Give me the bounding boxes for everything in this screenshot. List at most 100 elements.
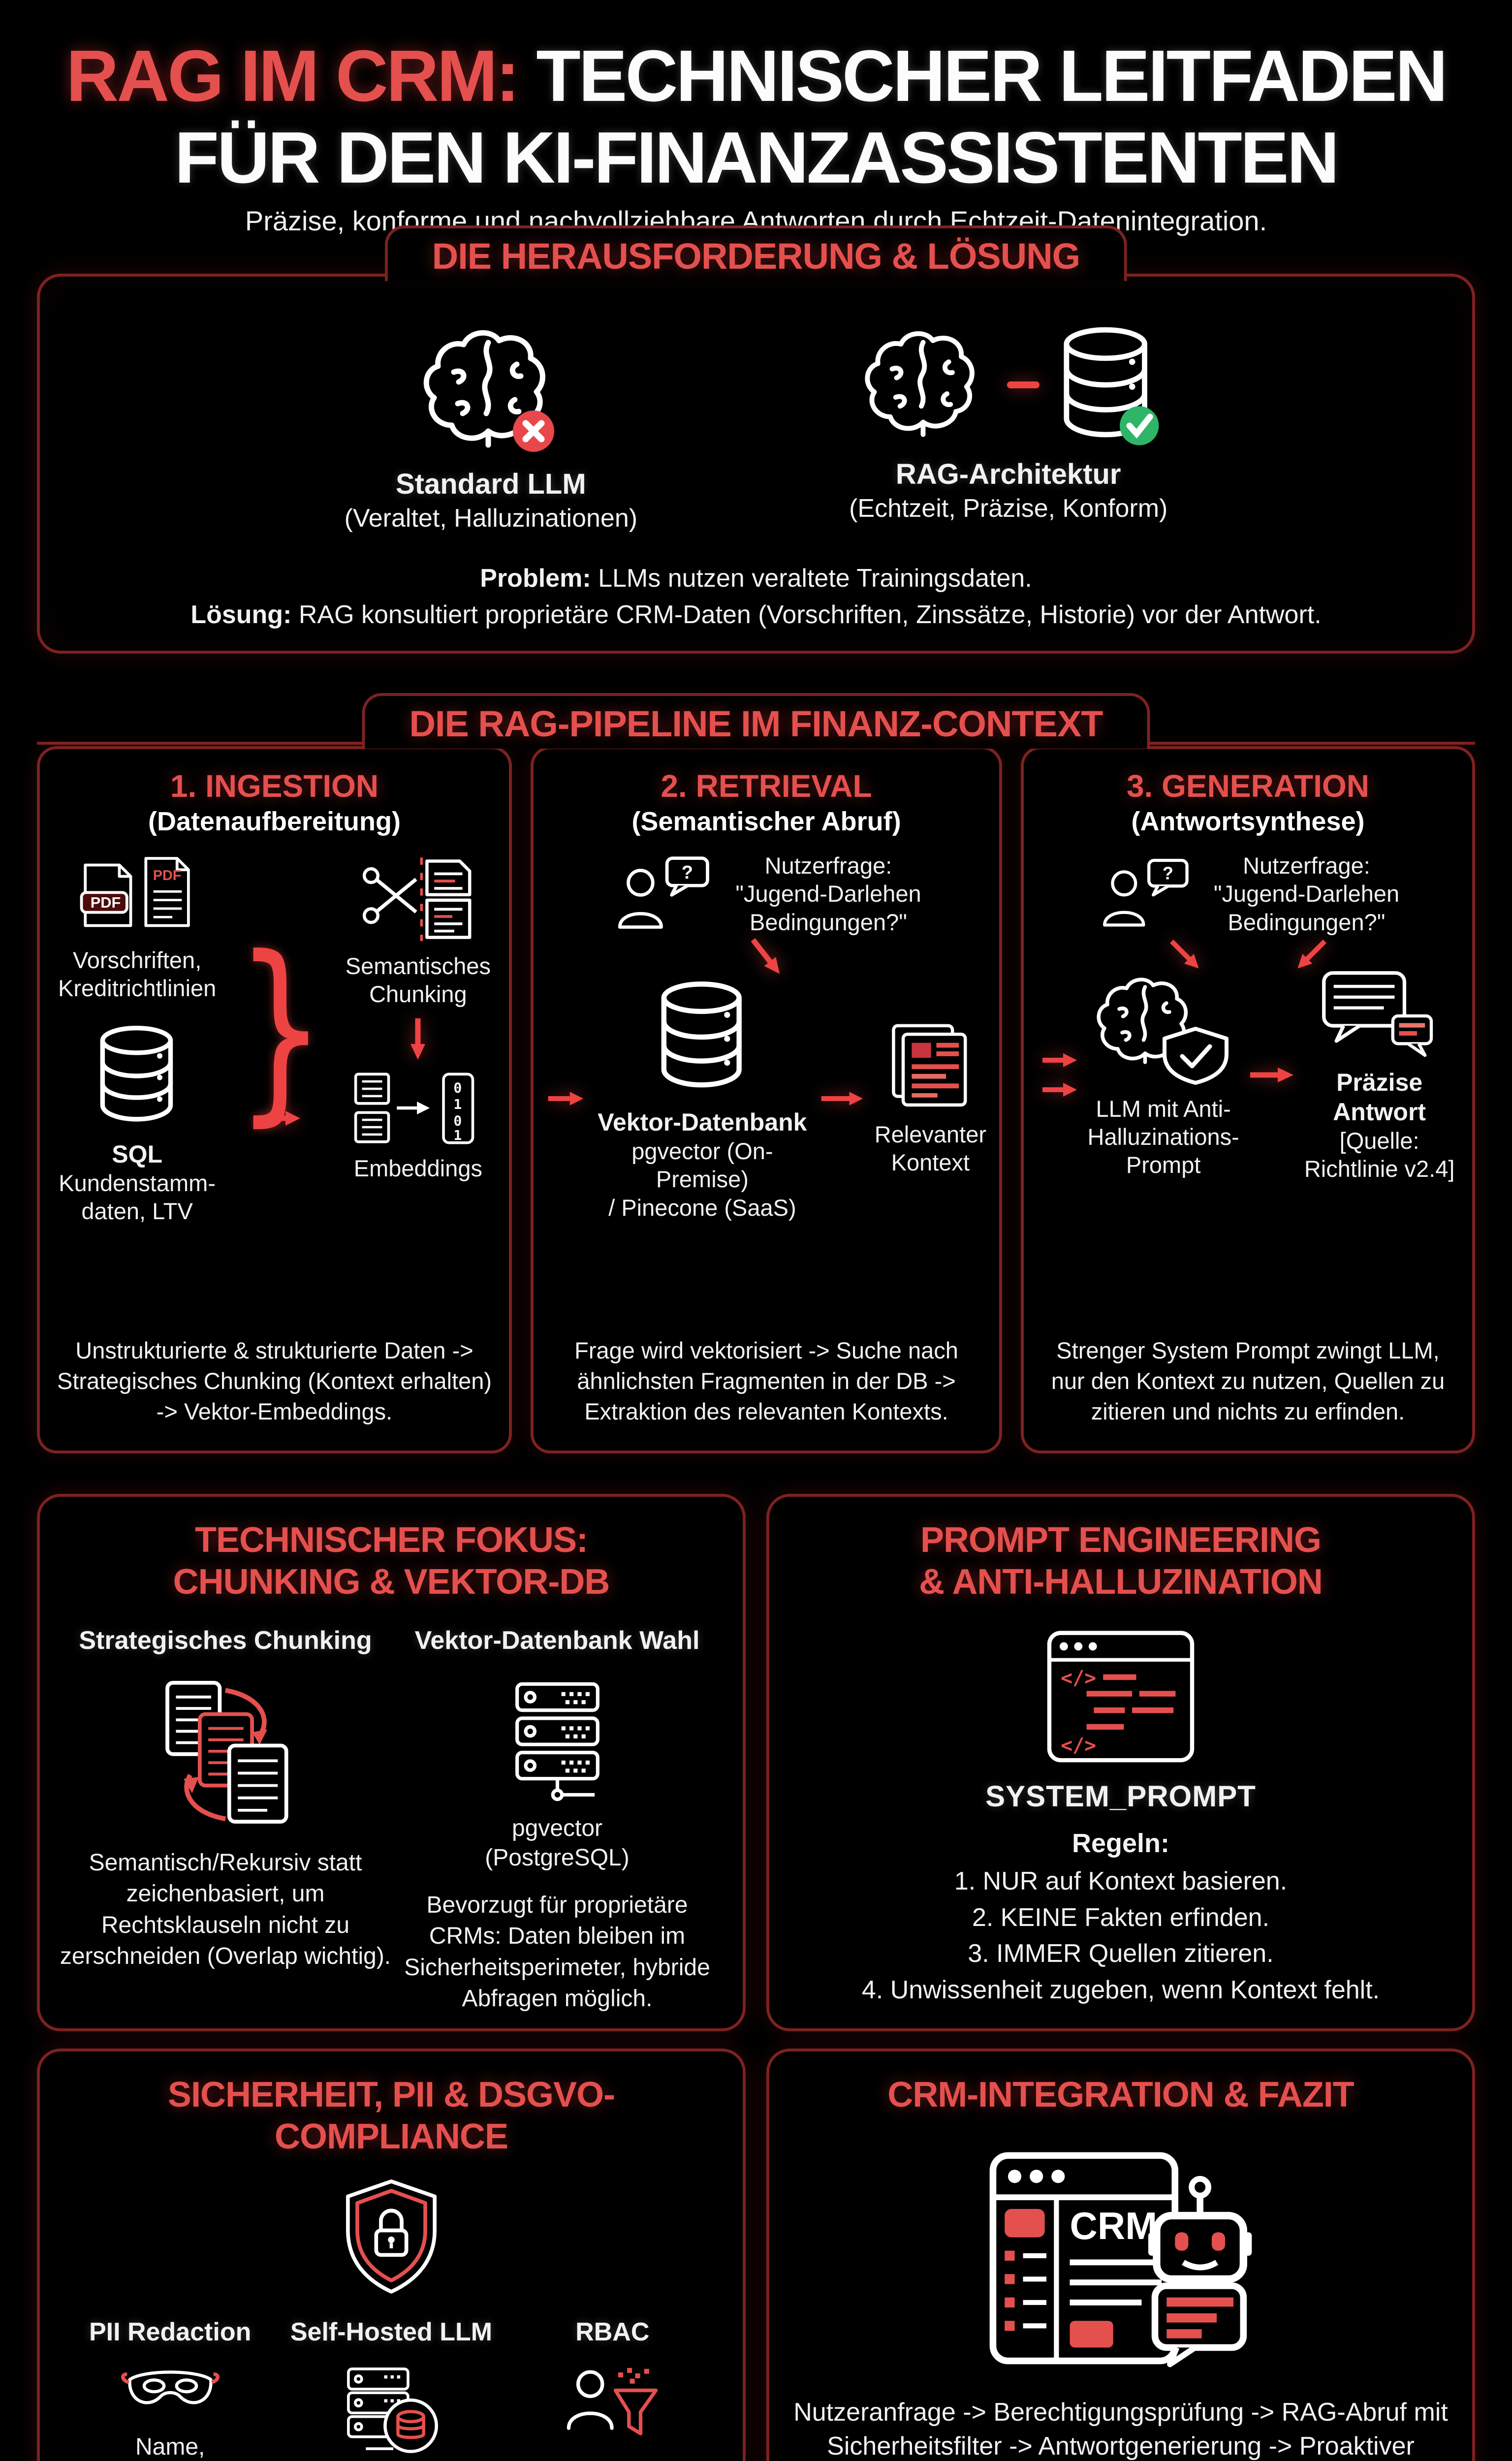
arrow-right-icon [821, 1092, 863, 1105]
section-pipeline-header: DIE RAG-PIPELINE IM FINANZ-CONTEXT [362, 693, 1150, 749]
answer-label: [Quelle: Richtlinie v2.4] [1304, 1127, 1455, 1182]
incoming-arrows [1041, 1052, 1079, 1098]
user-question-icon: ? [618, 856, 710, 929]
problem-label: Problem: [480, 564, 591, 593]
ingestion-subtitle: (Datenaufbereitung) [148, 807, 401, 836]
semantic-chunking-icon [363, 857, 472, 941]
retrieval-title: 2. RETRIEVAL [661, 768, 872, 804]
title-line-1: RAG IM CRM: TECHNISCHER LEITFADEN [66, 35, 1448, 117]
embeddings-label: Embeddings [353, 1155, 483, 1181]
arrow-down-icon [410, 1018, 426, 1060]
rag-architecture-title: RAG-Architektur [895, 458, 1121, 490]
section-fokus: TECHNISCHER FOKUS: CHUNKING & VEKTOR-DB … [37, 1494, 746, 2031]
svg-text:1: 1 [454, 1096, 462, 1112]
context-label: Relevanter Kontext [874, 1121, 986, 1176]
ingestion-footer: Unstrukturierte & strukturierte Daten ->… [57, 1337, 492, 1424]
svg-text:0: 0 [454, 1112, 462, 1129]
vector-database-icon [661, 981, 742, 1088]
vectordb-label-bold: Vektor-Datenbank [598, 1108, 807, 1136]
crm-robot-icon: CRM [989, 2152, 1252, 2367]
vectordb-label: pgvector (On-Premise) / Pinecone (SaaS) [608, 1137, 796, 1221]
prompt-header: PROMPT ENGINEERING & ANTI-HALLUZINATION [919, 1520, 1323, 1602]
pii-caption: Name, Steuernummer -> <PERSON> [135, 2433, 205, 2460]
svg-text:</>: </> [1061, 1734, 1096, 1757]
server-stack-icon [515, 1682, 599, 1801]
brain-icon [865, 331, 975, 437]
fokus-chunking-title: Strategisches Chunking [79, 1626, 372, 1655]
generation-subtitle: (Antwortsynthese) [1131, 807, 1365, 836]
fokus-chunking-column: Strategisches Chunking Semantisch/Reku [60, 1626, 391, 2014]
section-crm: CRM-INTEGRATION & FAZIT CRM [766, 2049, 1475, 2461]
svg-text:CRM: CRM [1070, 2204, 1158, 2247]
solution-label: Lösung: [190, 600, 292, 629]
rule-item: 4. Unwissenheit zugeben, wenn Kontext fe… [861, 1976, 1380, 2005]
rag-architecture-subtitle: (Echtzeit, Präzise, Konform) [849, 494, 1168, 523]
rules-title: Regeln: [1071, 1828, 1170, 1858]
svg-text:</>: </> [1061, 1667, 1096, 1690]
ingestion-sql-label: Kundenstamm- daten, LTV [59, 1169, 216, 1224]
arrow-right-icon [548, 1092, 584, 1105]
ingestion-docs-label: Vorschriften, Kreditrichtlinien [58, 947, 217, 1002]
title-line-2: FÜR DEN KI-FINANZASSISTENTEN [174, 117, 1340, 198]
rule-item: 1. NUR auf Kontext basieren. [954, 1866, 1288, 1895]
title-highlight: RAG IM CRM: [66, 35, 520, 117]
crm-header: CRM-INTEGRATION & FAZIT [887, 2075, 1354, 2114]
problem-text: LLMs nutzen veraltete Trainingsdaten. [598, 564, 1032, 593]
selfhosted-title: Self-Hosted LLM [290, 2317, 493, 2346]
retrieval-subtitle: (Semantischer Abruf) [631, 807, 901, 836]
problem-solution-text: Problem: LLMs nutzen veraltete Trainings… [69, 561, 1443, 633]
svg-text:PDF: PDF [90, 894, 121, 911]
fokus-chunking-text: Semantisch/Rekursiv statt zeichenbasiert… [60, 1849, 391, 1969]
link-dash [1007, 381, 1040, 388]
llm-label: LLM mit Anti- Halluzinations- Prompt [1087, 1095, 1239, 1178]
rbac-title: RBAC [575, 2317, 650, 2346]
fokus-db-caption: pgvector (PostgreSQL) [485, 1815, 630, 1871]
standard-llm-title: Standard LLM [396, 468, 586, 500]
arrow-diagonal-icon [744, 932, 789, 981]
retrieval-query-label: Nutzerfrage: "Jugend-Darlehen Bedingunge… [735, 852, 921, 935]
rule-item: 2. KEINE Fakten erfinden. [972, 1903, 1270, 1932]
chunking-documents-icon [165, 1680, 288, 1824]
arrow-right-icon [261, 1110, 300, 1126]
section-security: SICHERHEIT, PII & DSGVO- COMPLIANCE PII … [37, 2049, 746, 2461]
standard-llm-subtitle: (Veraltet, Halluzinationen) [344, 504, 638, 533]
ingestion-sql-label-bold: SQL [112, 1140, 163, 1168]
arrow-right-icon [1250, 1067, 1293, 1082]
security-header: SICHERHEIT, PII & DSGVO- COMPLIANCE [167, 2075, 615, 2156]
svg-text:?: ? [1163, 863, 1173, 883]
sql-database-icon [100, 1025, 173, 1122]
brain-error-icon [424, 330, 555, 452]
user-question-icon: ? [1102, 859, 1189, 927]
solution-text: RAG konsultiert proprietäre CRM-Daten (V… [298, 600, 1322, 629]
mask-icon [121, 2370, 220, 2404]
database-check-icon [1064, 327, 1159, 445]
generation-title: 3. GENERATION [1126, 768, 1370, 804]
pipeline-column-retrieval: 2. RETRIEVAL (Semantischer Abruf) ? Nutz… [531, 746, 1002, 1453]
section-pipeline: DIE RAG-PIPELINE IM FINANZ-CONTEXT 1. IN… [37, 693, 1475, 1453]
section-prompt: PROMPT ENGINEERING & ANTI-HALLUZINATION … [766, 1494, 1475, 2031]
shield-lock-icon [346, 2179, 437, 2294]
rule-item: 3. IMMER Quellen zitieren. [968, 1939, 1274, 1968]
system-prompt-window-icon: </> </> [1047, 1631, 1195, 1763]
security-rbac-column: RBAC Metadata Filtering [502, 2317, 723, 2461]
retrieval-footer: Frage wird vektorisiert -> Suche nach äh… [574, 1337, 958, 1424]
system-prompt-label: SYSTEM_PROMPT [985, 1779, 1256, 1813]
fokus-db-title: Vektor-Datenbank Wahl [414, 1626, 700, 1655]
fokus-db-column: Vektor-Datenbank Wahl pgvector (Postgr [391, 1626, 723, 2014]
pii-title: PII Redaction [89, 2317, 252, 2346]
embeddings-icon: 0 1 0 1 [354, 1073, 474, 1144]
answer-label-bold: Präzise Antwort [1333, 1068, 1426, 1126]
pipeline-column-ingestion: 1. INGESTION (Datenaufbereitung) PDF PDF [37, 746, 512, 1453]
chunking-label: Semantisches Chunking [345, 953, 491, 1008]
svg-text:PDF: PDF [153, 868, 181, 883]
arrow-diagonal-icon [1164, 934, 1206, 976]
pipeline-column-generation: 3. GENERATION (Antwortsynthese) ? Nutzer… [1021, 746, 1475, 1453]
chat-answer-icon [1322, 971, 1433, 1057]
crm-flow-text: Nutzeranfrage -> Berechtigungsprüfung ->… [793, 2398, 1448, 2461]
section-challenge: DIE HERAUSFORDERUNG & LÖSUNG Standard LL… [37, 225, 1475, 654]
pdf-documents-icon: PDF PDF [80, 857, 190, 927]
rules-list: 1. NUR auf Kontext basieren. 2. KEINE Fa… [862, 1863, 1380, 2009]
llm-shield-brain-icon [1097, 978, 1228, 1085]
svg-text:?: ? [682, 862, 693, 883]
